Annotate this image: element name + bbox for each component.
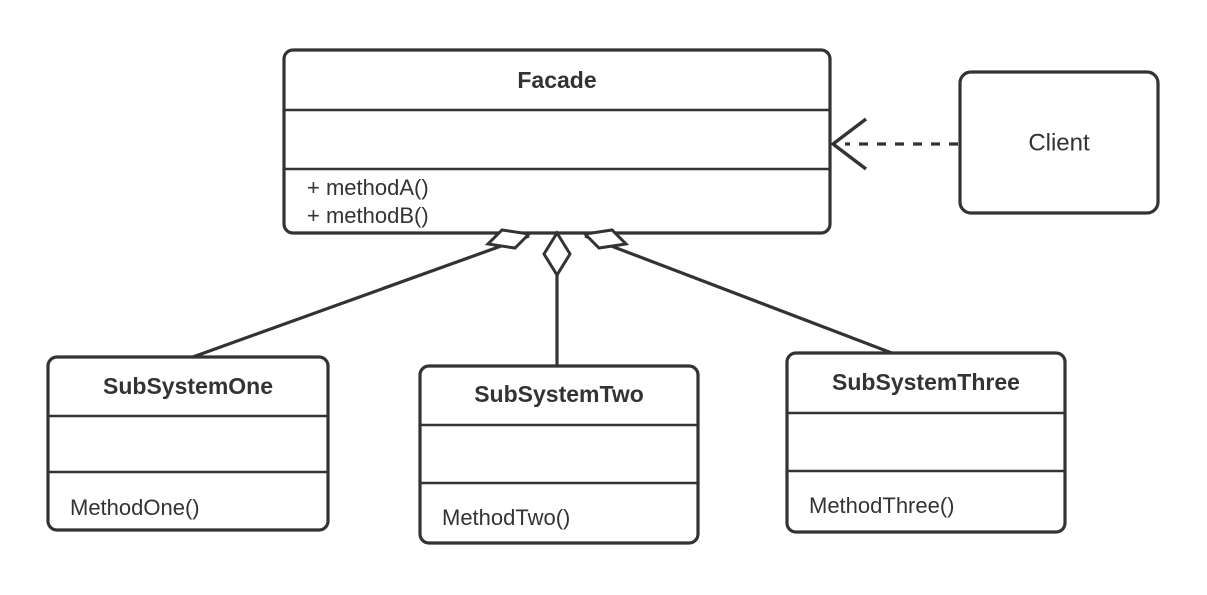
subsystem-three-class-name: SubSystemThree <box>832 369 1020 395</box>
subsystem-one-operation-1: MethodOne() <box>70 495 200 520</box>
aggregation-diamond-two-icon <box>542 230 572 278</box>
aggregation-diamond-one-icon <box>484 228 533 250</box>
dependency-arrowhead-icon <box>830 117 868 171</box>
relationship-facade-to-subsystem-three[interactable] <box>584 234 898 357</box>
facade-operation-1: + methodA() <box>307 175 429 200</box>
class-box-client[interactable]: Client <box>958 70 1160 215</box>
subsystem-one-class-name: SubSystemOne <box>103 373 273 399</box>
subsystem-two-operation-1: MethodTwo() <box>442 505 570 530</box>
aggregation-line-three <box>584 234 898 357</box>
subsystem-two-class-name: SubSystemTwo <box>474 381 644 407</box>
subsystem-two-box-outline <box>418 364 700 545</box>
subsystem-one-box-outline <box>46 355 330 532</box>
relationship-client-to-facade[interactable] <box>830 117 958 171</box>
relationship-facade-to-subsystem-one[interactable] <box>189 234 530 360</box>
subsystem-three-operation-1: MethodThree() <box>809 493 955 518</box>
facade-operation-2: + methodB() <box>307 203 429 228</box>
client-class-name: Client <box>1028 129 1090 156</box>
aggregation-diamond-three-icon <box>581 228 630 250</box>
aggregation-line-one <box>189 234 530 360</box>
facade-class-name: Facade <box>517 67 596 93</box>
client-box-outline <box>958 70 1160 215</box>
class-box-subsystem-two[interactable]: SubSystemTwo MethodTwo() <box>418 364 700 545</box>
class-box-subsystem-three[interactable]: SubSystemThree MethodThree() <box>785 351 1067 534</box>
subsystem-three-box-outline <box>785 351 1067 534</box>
class-box-subsystem-one[interactable]: SubSystemOne MethodOne() <box>46 355 330 532</box>
class-box-facade[interactable]: Facade + methodA() + methodB() <box>282 48 832 235</box>
